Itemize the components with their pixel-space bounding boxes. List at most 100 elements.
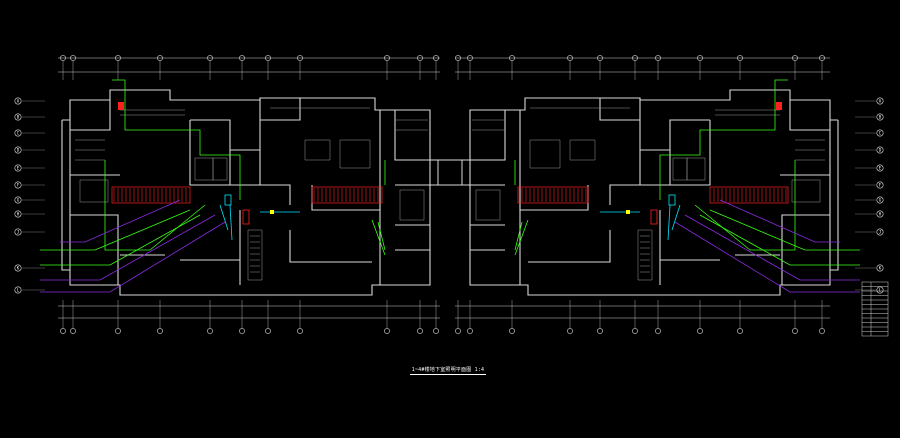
- axis-bubble-bottom: [632, 300, 638, 334]
- axis-label: K: [17, 266, 20, 271]
- axis-bubble-bottom: [265, 300, 271, 334]
- axis-bubble-bottom: [467, 300, 473, 334]
- axis-bubble-top: [655, 55, 661, 80]
- axis-label: F: [17, 183, 20, 188]
- axis-bubble-top: [157, 55, 163, 80]
- axis-bubble-top: [697, 55, 703, 80]
- axis-bubble-side: H: [14, 210, 45, 218]
- axis-label: D: [879, 148, 882, 153]
- axis-bubble-side: A: [855, 97, 884, 105]
- axis-bubble-top: [509, 55, 515, 80]
- axis-bubble-bottom: [417, 300, 423, 334]
- grid-axis-right: A B C D E F G H J K L: [855, 97, 884, 294]
- axis-bubble-bottom: [70, 300, 76, 334]
- axis-bubble-side: K: [855, 264, 884, 272]
- axis-label: J: [879, 230, 881, 235]
- axis-bubble-top: [597, 55, 603, 80]
- left-building-walls: [61, 89, 431, 296]
- axis-label: E: [17, 166, 20, 171]
- axis-bubble-side: C: [14, 129, 45, 137]
- axis-label: J: [17, 230, 19, 235]
- axis-bubble-top: [265, 55, 271, 80]
- axis-label: C: [879, 131, 882, 136]
- axis-label: H: [879, 212, 882, 217]
- axis-bubble-top: [297, 55, 303, 80]
- axis-bubble-side: B: [14, 113, 45, 121]
- legend-table: [861, 281, 889, 337]
- grid-axis-bottom: [60, 300, 825, 334]
- axis-bubble-top: [207, 55, 213, 80]
- axis-bubble-side: G: [855, 196, 884, 204]
- axis-bubble-side: L: [14, 286, 45, 294]
- axis-bubble-side: E: [855, 164, 884, 172]
- right-building: [469, 79, 860, 296]
- axis-bubble-side: F: [855, 181, 884, 189]
- axis-label: A: [17, 99, 20, 104]
- axis-bubble-top: [60, 55, 66, 80]
- axis-label: B: [879, 115, 882, 120]
- axis-bubble-side: K: [14, 264, 45, 272]
- axis-bubble-side: L: [855, 286, 884, 294]
- axis-bubble-top: [239, 55, 245, 80]
- axis-label: G: [879, 198, 882, 203]
- axis-label: H: [17, 212, 20, 217]
- axis-bubble-side: J: [855, 228, 884, 236]
- axis-bubble-top: [737, 55, 743, 80]
- axis-label: L: [17, 288, 20, 293]
- grid-axis-top: [60, 55, 825, 80]
- axis-bubble-top: [417, 55, 423, 80]
- axis-bubble-bottom: [455, 300, 461, 334]
- axis-bubble-top: [433, 55, 439, 80]
- axis-label: F: [879, 183, 882, 188]
- axis-bubble-side: C: [855, 129, 884, 137]
- axis-bubble-bottom: [597, 300, 603, 334]
- axis-bubble-top: [632, 55, 638, 80]
- axis-bubble-side: G: [14, 196, 45, 204]
- top-dimension-lines: [58, 57, 830, 319]
- axis-bubble-bottom: [509, 300, 515, 334]
- axis-bubble-side: A: [14, 97, 45, 105]
- axis-bubble-bottom: [433, 300, 439, 334]
- axis-bubble-side: D: [855, 146, 884, 154]
- axis-bubble-side: D: [14, 146, 45, 154]
- axis-bubble-bottom: [384, 300, 390, 334]
- drawing-title: 1~4#楼地下室照明平面图 1:4: [411, 367, 485, 373]
- left-parking-strip: [111, 186, 383, 204]
- axis-bubble-bottom: [697, 300, 703, 334]
- axis-bubble-side: F: [14, 181, 45, 189]
- axis-bubble-side: J: [14, 228, 45, 236]
- axis-bubble-top: [792, 55, 798, 80]
- axis-label: E: [879, 166, 882, 171]
- axis-bubble-top: [455, 55, 461, 80]
- axis-label: B: [17, 115, 20, 120]
- left-building-thin-lines: [75, 107, 428, 281]
- axis-bubble-top: [70, 55, 76, 80]
- axis-label: G: [17, 198, 20, 203]
- axis-bubble-bottom: [792, 300, 798, 334]
- grid-axis-left: A B C D E F G H J K L: [14, 97, 45, 294]
- title-underline: [410, 374, 486, 375]
- axis-label: L: [879, 288, 882, 293]
- axis-bubble-bottom: [239, 300, 245, 334]
- axis-bubble-bottom: [115, 300, 121, 334]
- axis-bubble-bottom: [207, 300, 213, 334]
- axis-bubble-top: [384, 55, 390, 80]
- center-connector: [430, 159, 470, 186]
- axis-label: D: [17, 148, 20, 153]
- axis-bubble-bottom: [737, 300, 743, 334]
- axis-bubble-side: H: [855, 210, 884, 218]
- axis-bubble-bottom: [819, 300, 825, 334]
- axis-bubble-top: [115, 55, 121, 80]
- axis-bubble-bottom: [60, 300, 66, 334]
- axis-bubble-side: E: [14, 164, 45, 172]
- axis-bubble-bottom: [567, 300, 573, 334]
- axis-bubble-side: B: [855, 113, 884, 121]
- axis-bubble-bottom: [157, 300, 163, 334]
- axis-bubble-bottom: [297, 300, 303, 334]
- axis-bubble-top: [819, 55, 825, 80]
- axis-bubble-top: [567, 55, 573, 80]
- axis-label: C: [17, 131, 20, 136]
- axis-bubble-top: [467, 55, 473, 80]
- left-equipment: [118, 102, 274, 225]
